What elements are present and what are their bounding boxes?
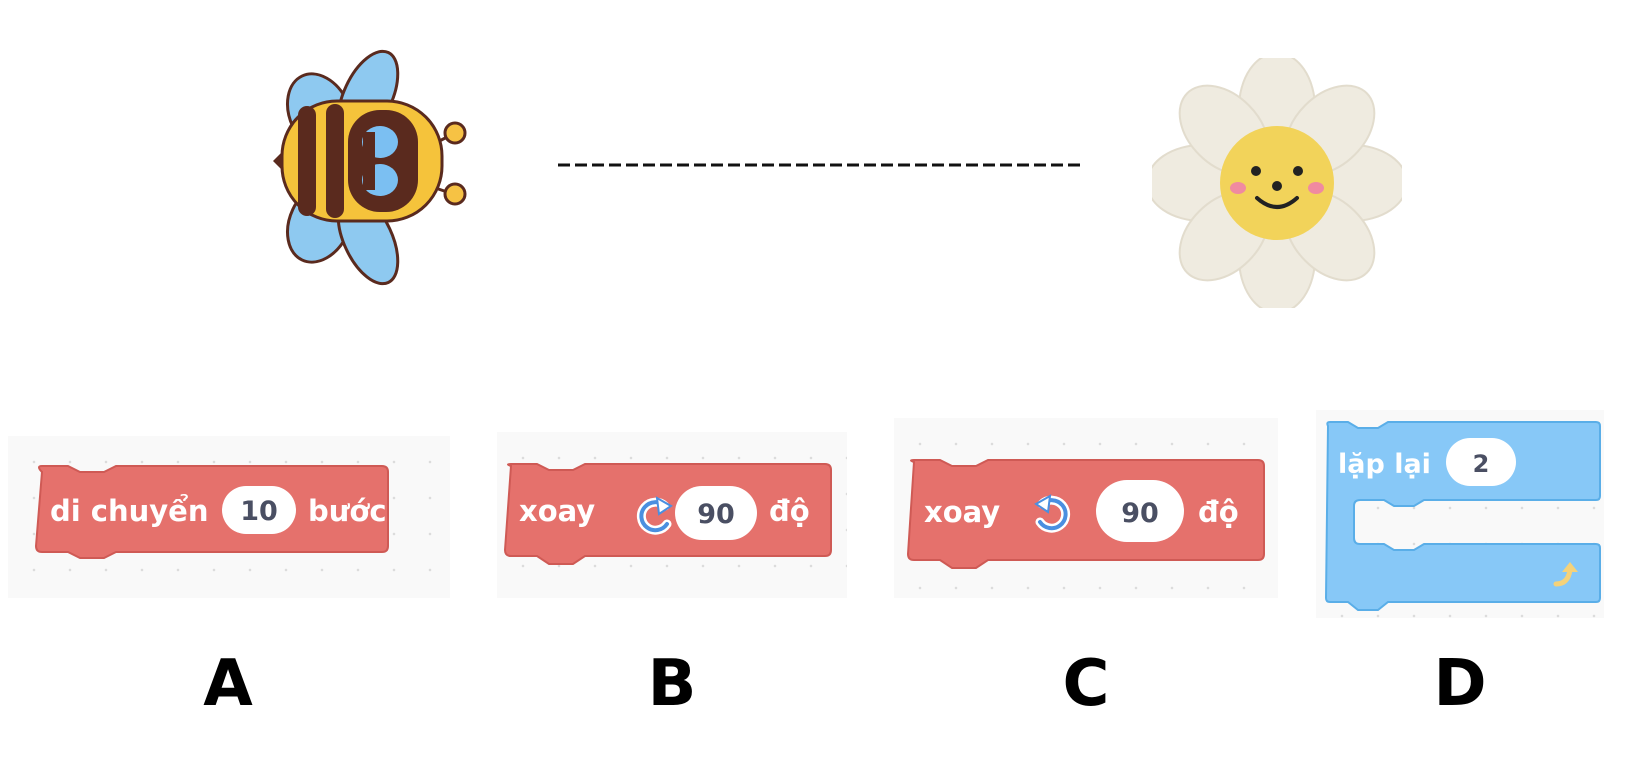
flower-sprite xyxy=(1152,58,1402,308)
block-d-value-input[interactable] xyxy=(1446,438,1516,486)
turn-right-block[interactable]: xoay 90 độ xyxy=(497,432,847,598)
option-a-panel[interactable]: di chuyển 10 bước xyxy=(8,436,450,598)
block-a-label-before: di chuyển xyxy=(50,494,209,528)
block-a-value-input[interactable] xyxy=(222,486,296,534)
block-b-label-before: xoay xyxy=(519,494,595,528)
dashed-path-line xyxy=(558,163,1084,167)
option-d-panel[interactable]: lặp lại 2 xyxy=(1316,410,1604,618)
move-steps-block[interactable]: di chuyển 10 bước xyxy=(8,436,450,598)
repeat-arrow-icon xyxy=(1553,562,1578,587)
block-a-value: 10 xyxy=(240,496,278,527)
block-b-value: 90 xyxy=(697,499,735,530)
rotate-counterclockwise-icon xyxy=(1034,494,1071,533)
block-c-value: 90 xyxy=(1121,498,1159,529)
block-d-label: lặp lại xyxy=(1338,449,1431,480)
block-b-label-after: độ xyxy=(769,494,810,528)
bee-sprite xyxy=(273,49,467,286)
block-d-value: 2 xyxy=(1473,450,1490,478)
block-b-value-input[interactable] xyxy=(675,486,757,540)
option-c-panel[interactable]: xoay 90 độ xyxy=(894,418,1278,598)
block-c-value-input[interactable] xyxy=(1096,480,1184,542)
rotate-clockwise-icon xyxy=(636,496,673,535)
option-b-letter: B xyxy=(647,647,697,721)
option-c-letter: C xyxy=(1062,647,1110,721)
option-a-letter: A xyxy=(203,647,253,721)
block-a-label-after: bước xyxy=(308,494,387,528)
block-c-label-after: độ xyxy=(1198,495,1239,529)
block-c-label-before: xoay xyxy=(924,495,1000,529)
turn-left-block[interactable]: xoay 90 độ xyxy=(894,418,1278,598)
option-b-panel[interactable]: xoay 90 độ xyxy=(497,432,847,598)
repeat-block[interactable]: lặp lại 2 xyxy=(1316,410,1604,618)
option-d-letter: D xyxy=(1433,647,1487,721)
